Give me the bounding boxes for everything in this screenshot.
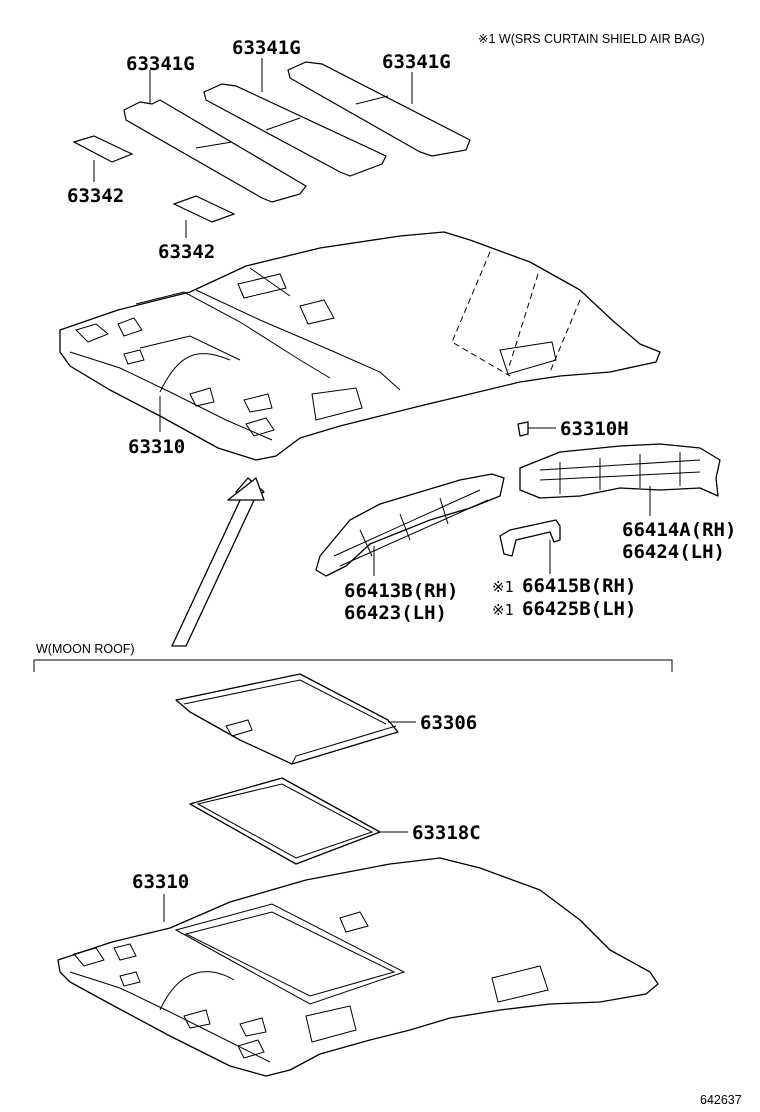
small-pad-2 (172, 195, 236, 223)
label-66424: 66424(LH) (622, 541, 725, 563)
mark-1-66425b: ※1 (492, 601, 514, 619)
small-pad-1 (72, 135, 134, 163)
moon-roof-section-label: W(MOON ROOF) (36, 642, 135, 656)
label-66413b: 66413B(RH) (344, 580, 458, 602)
bracket-66413b (315, 473, 505, 577)
label-63341g-mid: 63341G (232, 37, 301, 59)
sunshade-63306 (175, 673, 399, 765)
label-66423: 66423(LH) (344, 602, 447, 624)
label-63342-left: 63342 (67, 185, 124, 207)
headliner-standard (59, 231, 661, 461)
seal-63318c (189, 777, 381, 865)
label-66415b: 66415B(RH) (522, 575, 636, 597)
label-63310-bottom: 63310 (132, 871, 189, 893)
label-63310h: 63310H (560, 418, 629, 440)
section-divider (33, 659, 673, 672)
label-63310-top: 63310 (128, 436, 185, 458)
insulation-pad-3 (287, 61, 471, 157)
diagram-id: 642637 (700, 1093, 742, 1107)
bracket-66415b (499, 519, 561, 557)
label-63341g-right: 63341G (382, 51, 451, 73)
airbag-note: ※1 W(SRS CURTAIN SHIELD AIR BAG) (478, 32, 705, 46)
label-66414a: 66414A(RH) (622, 519, 736, 541)
assembly-arrow (171, 477, 265, 647)
clip-63310h (517, 421, 529, 437)
label-63342-mid: 63342 (158, 241, 215, 263)
label-66425b: 66425B(LH) (522, 598, 636, 620)
insulation-pad-2 (203, 83, 387, 177)
label-63306: 63306 (420, 712, 477, 734)
bracket-66414a (519, 443, 721, 499)
label-63341g-left: 63341G (126, 53, 195, 75)
mark-1-66415b: ※1 (492, 578, 514, 596)
label-63318c: 63318C (412, 822, 481, 844)
headliner-moon-roof (57, 857, 659, 1077)
insulation-pad-1 (123, 99, 307, 203)
